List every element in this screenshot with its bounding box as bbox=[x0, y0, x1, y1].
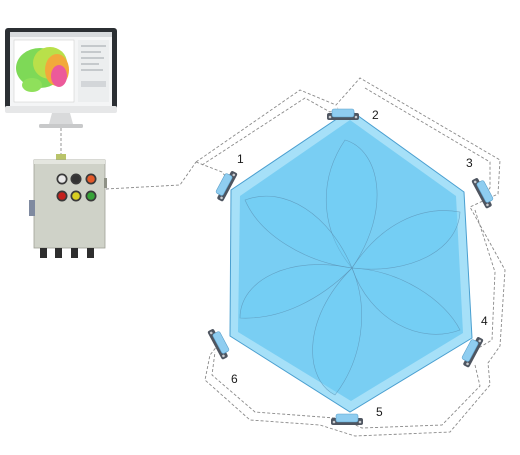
sensor-label-2: 2 bbox=[372, 108, 379, 122]
indicator-lamp bbox=[72, 175, 80, 183]
indicator-lamp bbox=[58, 175, 66, 183]
sensor-bolt bbox=[222, 354, 225, 358]
sensor-bolt bbox=[466, 362, 469, 366]
sensor-bolt bbox=[209, 331, 213, 335]
indicator-lamps bbox=[56, 173, 97, 202]
sensor-unit-6 bbox=[207, 329, 230, 360]
sensor-body bbox=[461, 339, 479, 362]
monitor bbox=[5, 28, 117, 128]
sensor-body bbox=[215, 173, 233, 196]
sensor-bolt bbox=[232, 173, 236, 177]
sensor-unit-4 bbox=[461, 337, 484, 368]
sensor-bolt bbox=[358, 420, 362, 424]
control-box bbox=[29, 154, 107, 258]
sensor-array bbox=[207, 108, 494, 425]
sensor-bolt bbox=[486, 203, 489, 207]
box-cable bbox=[105, 161, 197, 190]
sensor-body bbox=[335, 413, 359, 423]
sensor-unit-2 bbox=[327, 108, 359, 120]
sensor-label-4: 4 bbox=[481, 314, 488, 328]
sensor-label-5: 5 bbox=[376, 405, 383, 419]
heatmap-thumbnail bbox=[16, 47, 69, 92]
indicator-lamp bbox=[58, 192, 66, 200]
sensor-label-1: 1 bbox=[237, 152, 244, 166]
sensor-unit-5 bbox=[331, 413, 363, 425]
sensor-label-6: 6 bbox=[231, 372, 238, 386]
indicator-lamp bbox=[87, 175, 95, 183]
sensor-bolt bbox=[328, 115, 332, 119]
sensor-body bbox=[331, 108, 355, 118]
sensor-bolt bbox=[473, 180, 477, 184]
sensor-bolt bbox=[220, 196, 223, 200]
sensor-unit-1 bbox=[215, 171, 238, 202]
indicator-lamp bbox=[87, 192, 95, 200]
sensor-label-3: 3 bbox=[466, 156, 473, 170]
indicator-lamp bbox=[72, 192, 80, 200]
sensor-body bbox=[212, 331, 230, 354]
sensor-bolt bbox=[354, 115, 358, 119]
coverage-zone bbox=[229, 109, 473, 413]
sensor-bolt bbox=[332, 420, 336, 424]
sensor-body bbox=[476, 180, 494, 203]
sensor-unit-3 bbox=[471, 178, 494, 209]
sensor-bolt bbox=[478, 339, 482, 343]
